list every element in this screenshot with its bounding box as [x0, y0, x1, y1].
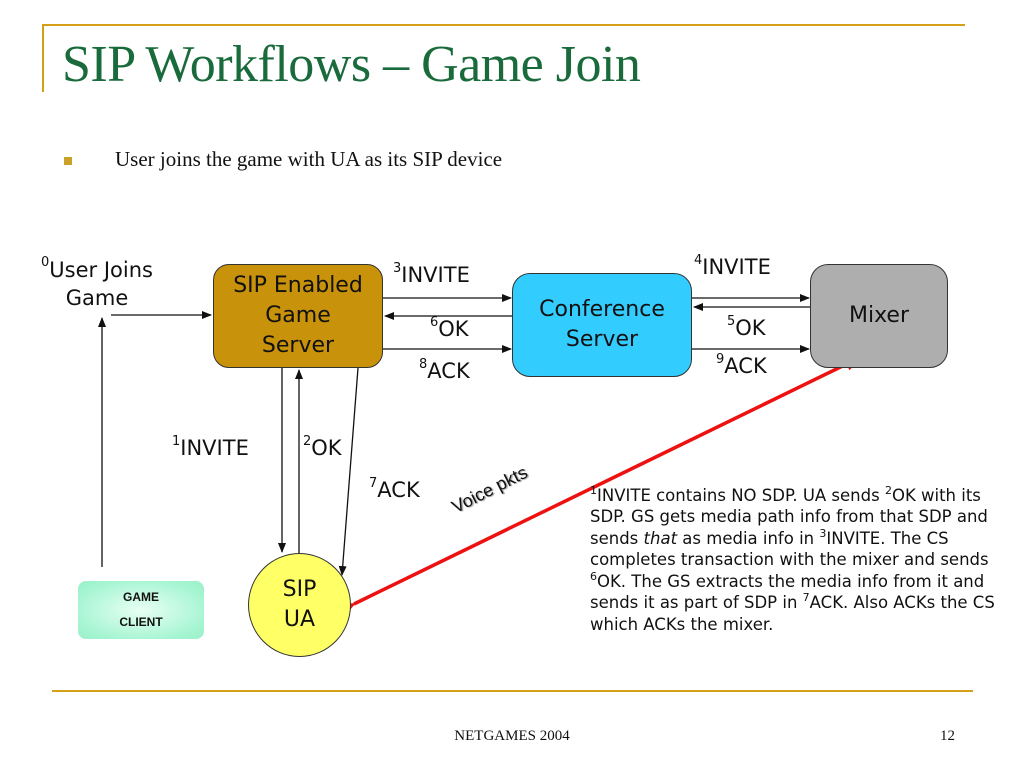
label-9-ack: 9ACK [716, 352, 767, 378]
label-7-ack: 7ACK [369, 476, 420, 502]
sip-ua-node: SIP UA [248, 553, 351, 657]
conference-server-node: Conference Server [512, 273, 692, 377]
message-text: INVITE [401, 263, 470, 287]
explanation-note: 1INVITE contains NO SDP. UA sends 2OK wi… [590, 484, 1020, 635]
step-number: 1 [172, 434, 181, 449]
left-rule [42, 24, 44, 92]
step-number: 6 [590, 569, 597, 583]
arrow-7-ack [338, 367, 359, 576]
user-joins-label: 0User Joins Game [22, 255, 172, 313]
sip-ua-line2: UA [283, 607, 316, 632]
game-server-line3: Server [261, 332, 335, 358]
bullet-text: User joins the game with UA as its SIP d… [115, 147, 503, 171]
conference-server-line2: Server [565, 327, 639, 352]
step-number: 0 [41, 255, 50, 270]
voice-packets-arrow [338, 356, 861, 617]
game-server-node: SIP Enabled Game Server [213, 264, 383, 368]
mixer-node: Mixer [810, 264, 948, 368]
step-number: 4 [694, 253, 703, 268]
label-8-ack: 8ACK [419, 357, 470, 383]
message-text: OK [735, 316, 766, 340]
bottom-rule [52, 690, 973, 692]
page-number: 12 [940, 728, 955, 744]
sip-ua-line1: SIP [282, 577, 317, 603]
step-number: 8 [419, 357, 428, 372]
label-5-ok: 5OK [727, 314, 766, 340]
step-number: 5 [727, 314, 736, 329]
note-text: OK. The GS extracts the media info from … [590, 571, 985, 613]
mixer-label: Mixer [848, 303, 910, 329]
step-number: 9 [716, 352, 725, 367]
label-2-ok: 2OK [303, 434, 342, 460]
slide-title: SIP Workflows – Game Join [62, 36, 641, 93]
step-number: 1 [590, 484, 597, 497]
step-number: 2 [303, 434, 312, 449]
footer-text: NETGAMES 2004 [454, 728, 570, 744]
step-number: 2 [884, 484, 892, 497]
note-text: INVITE contains NO SDP. UA sends [597, 486, 885, 505]
message-text: OK [311, 436, 342, 460]
step-number: 3 [393, 261, 402, 276]
game-server-line2: Game [265, 303, 331, 329]
message-text: OK [438, 317, 469, 341]
user-joins-line1: User Joins [49, 258, 153, 282]
user-joins-line2: Game [65, 286, 129, 311]
label-1-invite: 1INVITE [172, 434, 249, 460]
game-server-line1: SIP Enabled [233, 273, 363, 299]
note-text: INVITE. The CS completes transaction wit… [590, 528, 989, 570]
step-number: 7 [369, 476, 378, 491]
label-6-ok: 6OK [430, 315, 469, 341]
step-number: 6 [430, 315, 439, 330]
message-text: ACK [377, 478, 420, 502]
message-text: ACK [427, 359, 470, 383]
game-client-line2: CLIENT [119, 615, 163, 629]
step-number: 3 [819, 526, 827, 540]
message-text: INVITE [702, 255, 771, 279]
note-text: OK with its SDP. GS gets media path info… [590, 486, 988, 548]
note-text: as media info in [677, 528, 820, 548]
note-text: ACK. Also ACKs the CS which ACKs the mix… [590, 593, 995, 634]
conference-server-line1: Conference [539, 297, 665, 323]
note-emphasis: that [643, 528, 678, 548]
bullet-square-icon [64, 157, 72, 165]
label-3-invite: 3INVITE [393, 261, 470, 287]
game-client-line1: GAME [123, 589, 159, 604]
top-rule [42, 24, 965, 26]
message-text: INVITE [180, 436, 249, 460]
message-text: ACK [724, 354, 767, 378]
game-client-node: GAME CLIENT [78, 581, 204, 639]
label-4-invite: 4INVITE [694, 253, 771, 279]
step-number: 7 [802, 591, 810, 605]
